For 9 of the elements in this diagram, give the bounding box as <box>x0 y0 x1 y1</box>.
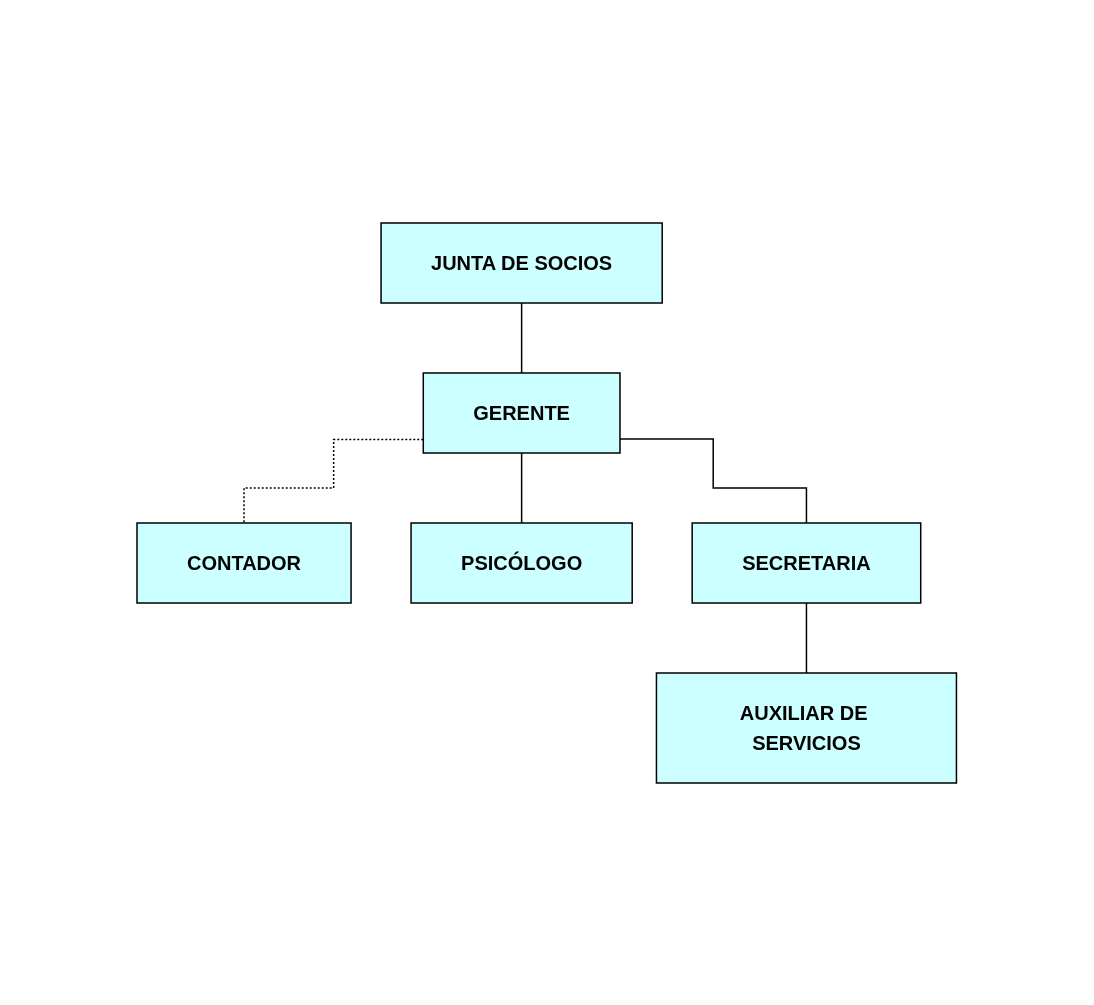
node-box: GERENTE <box>422 371 621 454</box>
node-box: PSICÓLOGO <box>410 521 634 604</box>
node-box: JUNTA DE SOCIOS <box>380 221 664 304</box>
connector <box>805 601 808 674</box>
connector <box>521 301 523 374</box>
node-box: CONTADOR <box>136 521 353 604</box>
node-box: AUXILIAR DE SERVICIOS <box>655 671 958 784</box>
connector <box>521 451 523 524</box>
node-box: SECRETARIA <box>691 521 922 604</box>
